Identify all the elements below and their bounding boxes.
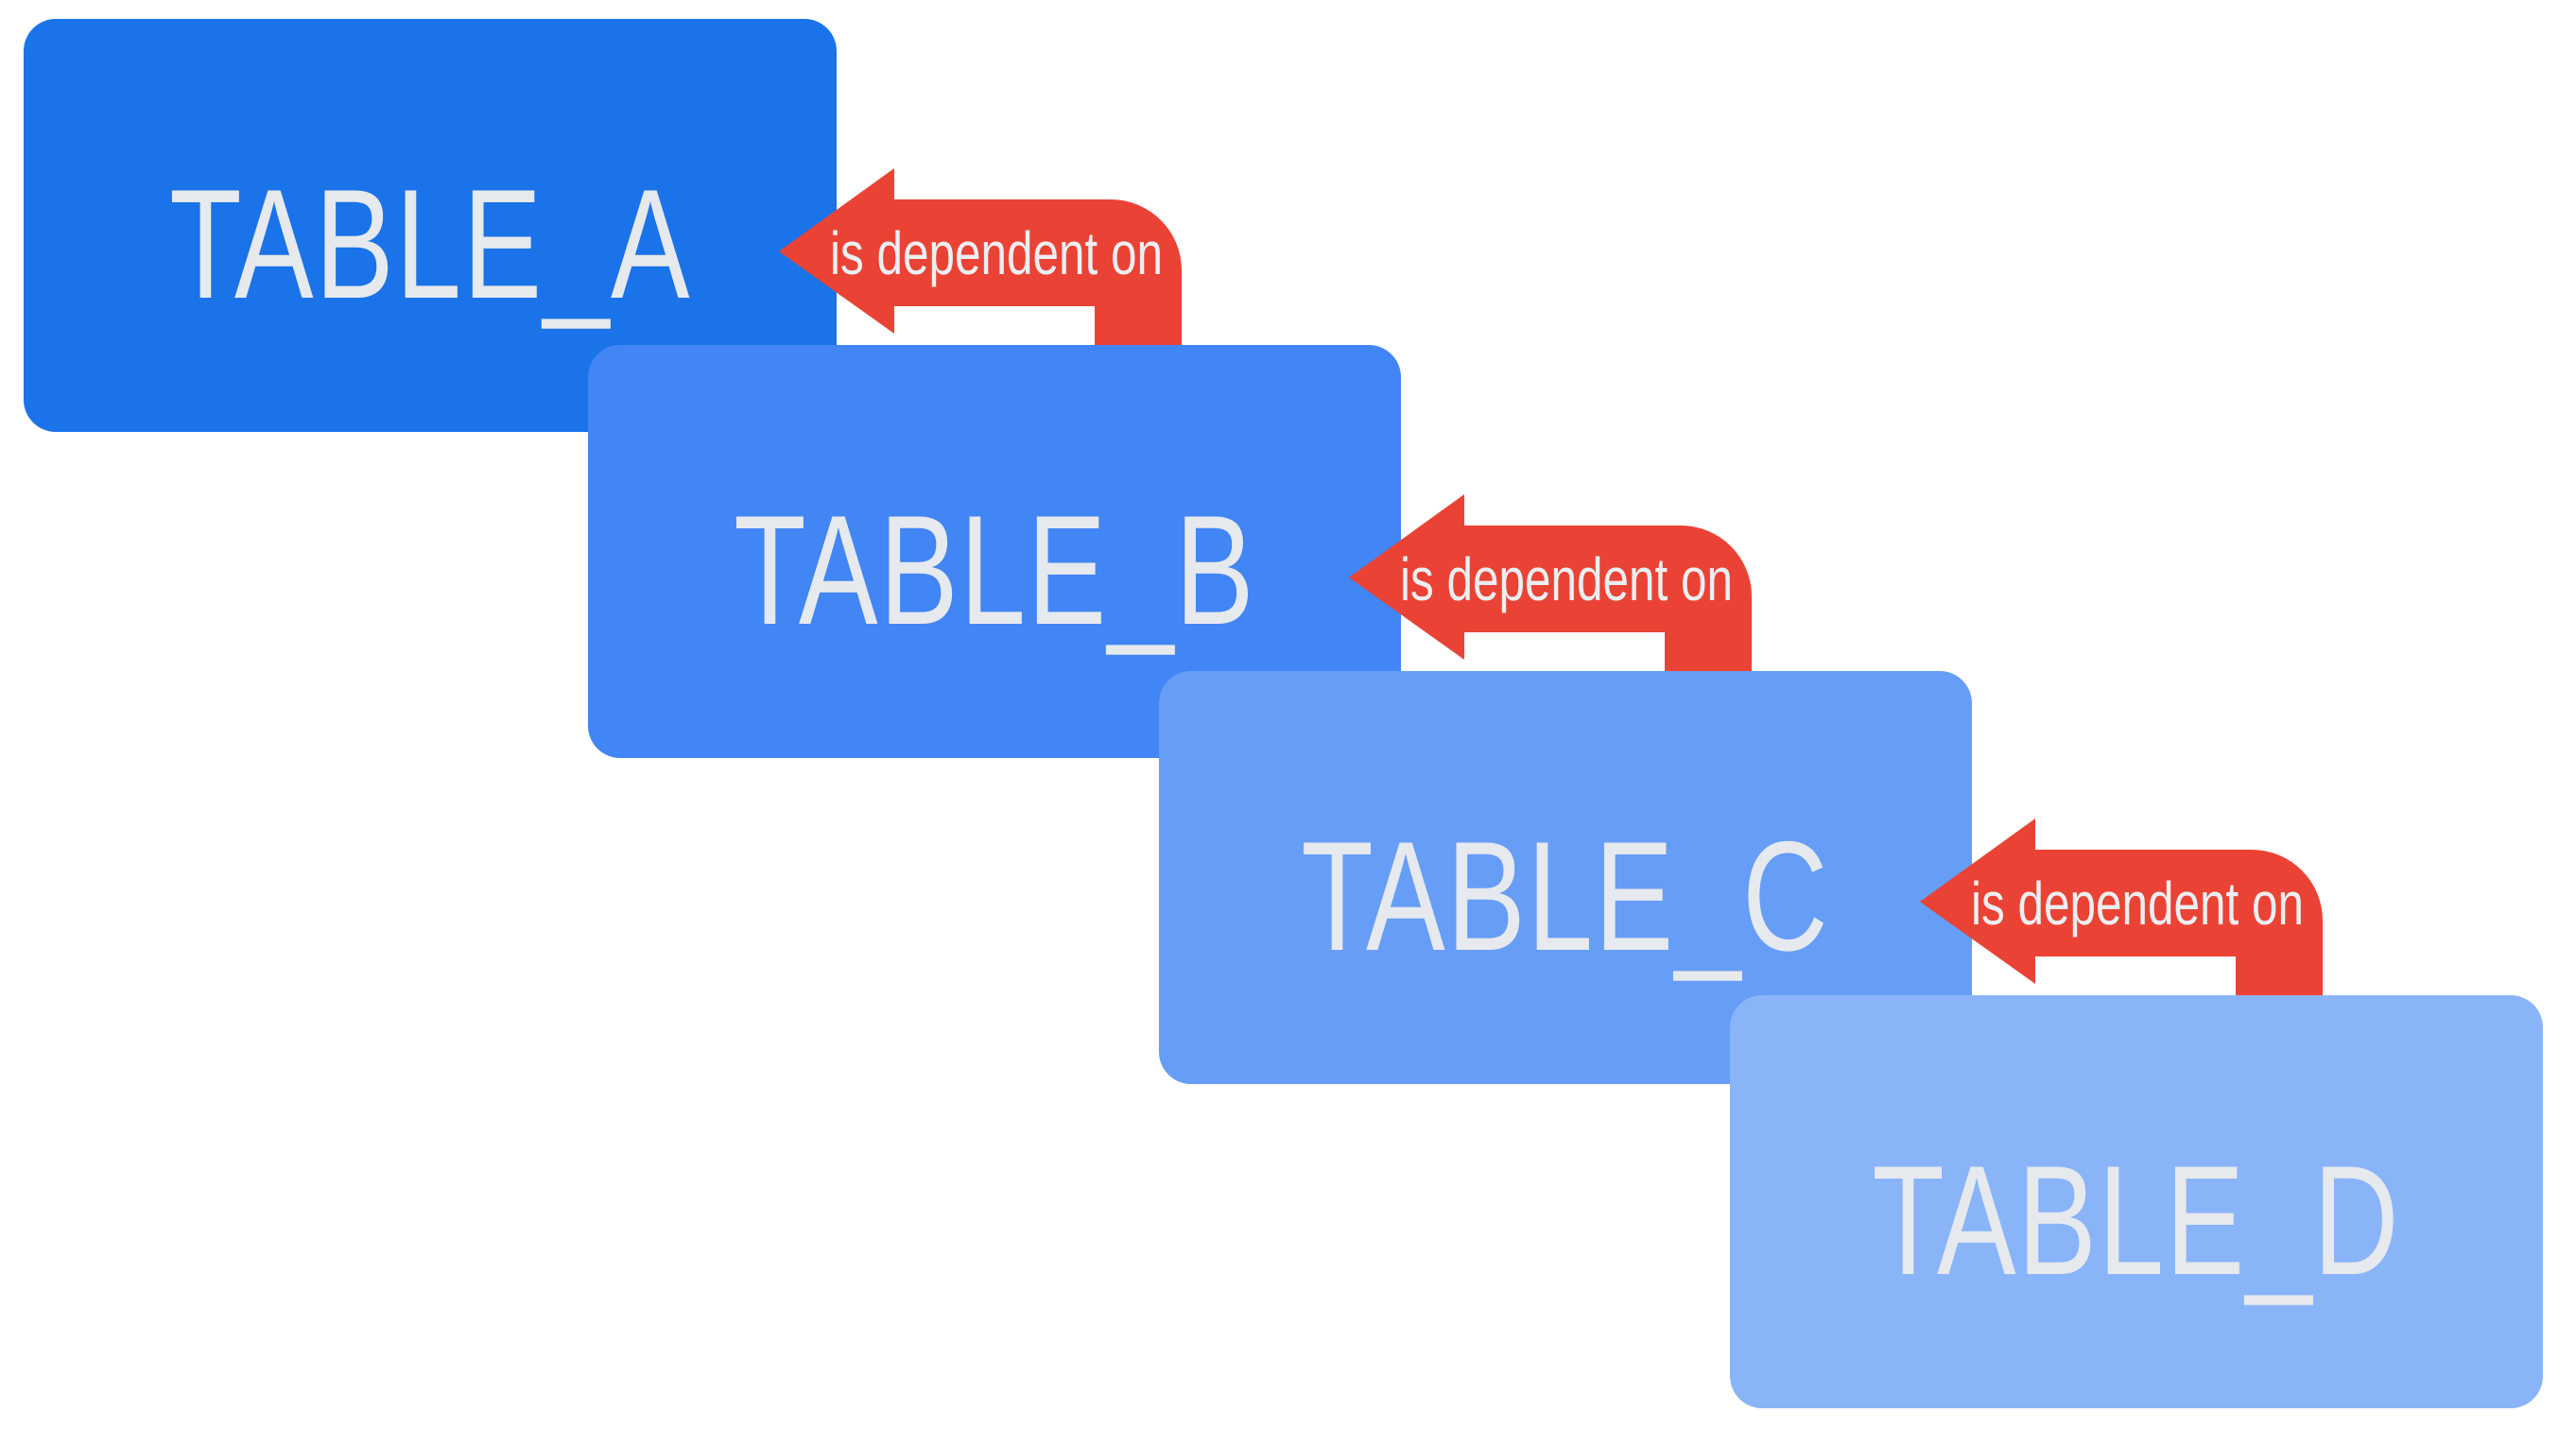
table-a-label: TABLE_A — [168, 157, 691, 331]
table-b-label: TABLE_B — [733, 483, 1255, 657]
dependency-arrow-d-to-c: is dependent on — [1920, 818, 2323, 995]
left-elbow-arrow-icon — [1920, 818, 2323, 995]
table-b-node: TABLE_B — [588, 345, 1401, 758]
table-d-label: TABLE_D — [1872, 1133, 2401, 1307]
table-c-label: TABLE_C — [1301, 809, 1830, 983]
arrow-label: is dependent on — [830, 219, 1163, 287]
arrow-label: is dependent on — [1971, 870, 2304, 938]
left-elbow-arrow-icon — [779, 168, 1182, 345]
table-a-node: TABLE_A — [24, 19, 837, 432]
dependency-arrow-c-to-b: is dependent on — [1349, 494, 1752, 671]
arrow-label: is dependent on — [1400, 545, 1733, 613]
table-d-node: TABLE_D — [1730, 995, 2543, 1408]
left-elbow-arrow-icon — [1349, 494, 1752, 671]
dependency-arrow-b-to-a: is dependent on — [779, 168, 1182, 345]
